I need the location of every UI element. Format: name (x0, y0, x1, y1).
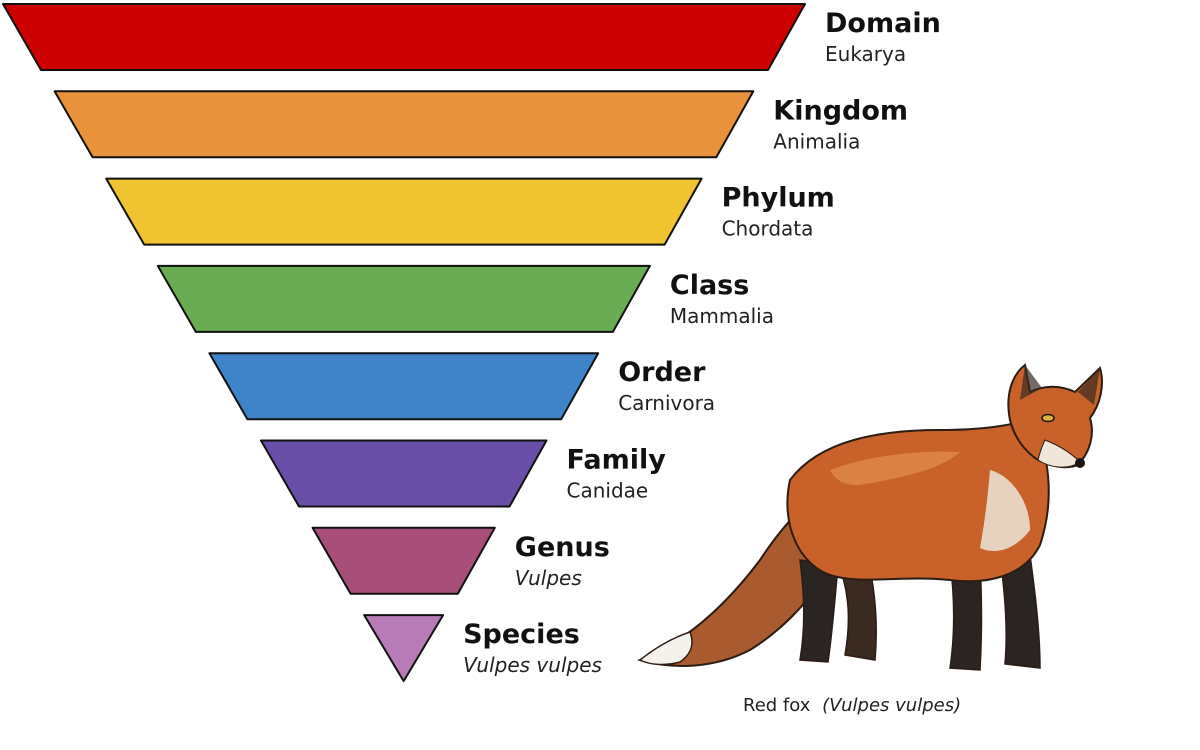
funnel-band-order (208, 352, 600, 421)
funnel-band-domain (2, 3, 806, 71)
fox-ear-right (1078, 368, 1100, 405)
fox-front-leg-near (999, 554, 1041, 669)
funnel-band-class (156, 264, 651, 333)
fox-eye (1041, 413, 1055, 423)
funnel-band-genus (311, 526, 496, 595)
taxon-name-kingdom: Animalia (773, 129, 860, 153)
taxon-name-domain: Eukarya (825, 42, 906, 66)
taxon-name-order: Carnivora (618, 391, 715, 415)
fox-nose (1075, 458, 1085, 468)
fox-hind-leg-near (833, 554, 877, 661)
fox-belly (980, 470, 1030, 551)
funnel-band-phylum (105, 177, 703, 246)
funnel-band-family (260, 439, 548, 508)
taxonomy-funnel: DomainEukaryaKingdomAnimaliaPhylumChorda… (2, 3, 941, 683)
rank-label-kingdom: Kingdom (773, 95, 908, 126)
taxon-name-phylum: Chordata (722, 217, 814, 241)
rank-label-domain: Domain (825, 8, 941, 39)
rank-label-phylum: Phylum (722, 183, 835, 214)
fox-tail-tip (638, 631, 693, 666)
rank-label-order: Order (618, 357, 706, 388)
red-fox-image (636, 363, 1103, 671)
fox-ear-left (1020, 365, 1042, 400)
fox-caption: Red fox (Vulpes vulpes) (743, 695, 961, 716)
rank-label-genus: Genus (515, 532, 610, 563)
rank-label-family: Family (567, 445, 667, 476)
fox-front-leg-far (949, 559, 983, 671)
caption-common-name: Red fox (743, 695, 811, 716)
taxon-name-genus: Vulpes (515, 566, 582, 590)
taxon-name-class: Mammalia (670, 304, 774, 328)
rank-label-species: Species (463, 619, 580, 650)
fox-muzzle (1037, 439, 1081, 468)
fox-hind-leg-far (799, 559, 839, 663)
caption-scientific-name: (Vulpes vulpes) (822, 695, 961, 716)
taxon-name-species: Vulpes vulpes (463, 653, 602, 677)
fox-body-shade (830, 451, 960, 486)
rank-label-class: Class (670, 270, 749, 301)
funnel-band-kingdom (53, 90, 755, 159)
funnel-band-species (363, 614, 445, 683)
taxon-name-family: Canidae (567, 479, 649, 503)
